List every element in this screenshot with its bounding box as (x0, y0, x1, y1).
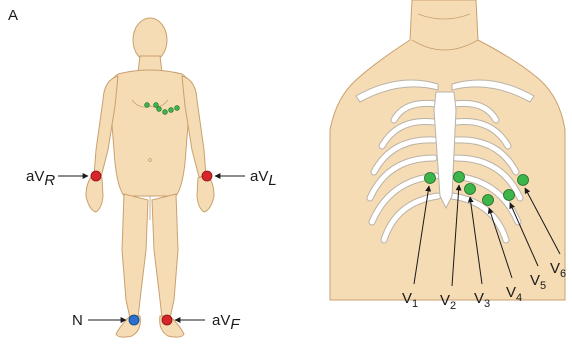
body-figure (86, 18, 214, 337)
electrode-avl (202, 171, 212, 181)
electrode-v6 (518, 175, 529, 186)
electrode-v1 (425, 173, 436, 184)
electrode-v2 (454, 172, 465, 183)
label-avr: aVR (26, 168, 55, 189)
label-n: N (72, 312, 83, 329)
body-left-leg (152, 194, 178, 318)
electrode-v5 (504, 190, 515, 201)
electrode-avr (91, 171, 101, 181)
label-avl: aVL (250, 168, 277, 189)
body-right-leg (122, 194, 148, 318)
electrode-avf (162, 315, 172, 325)
electrode-n (129, 315, 139, 325)
panel-letter: A (8, 7, 18, 24)
electrode-v3 (465, 184, 476, 195)
body-torso (110, 70, 191, 196)
chest-figure (330, 0, 565, 300)
label-avf: aVF (212, 312, 240, 333)
body-head (133, 18, 167, 62)
electrode-v4 (483, 195, 494, 206)
